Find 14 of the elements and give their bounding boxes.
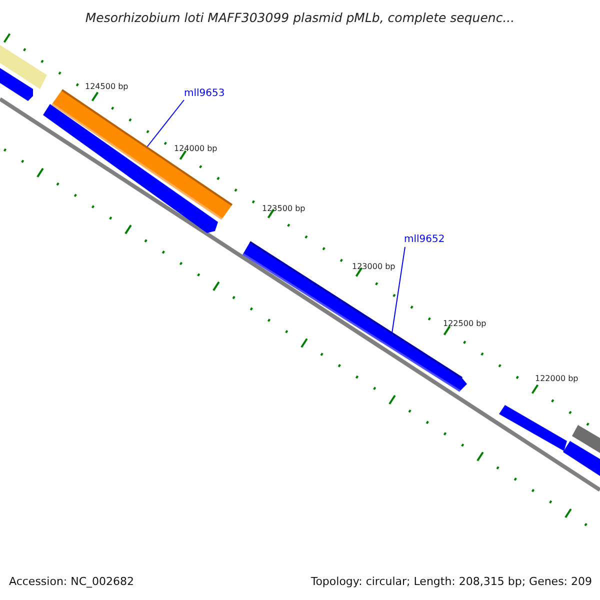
position-label: 122500 bp [443,319,486,329]
accession-label: Accession: NC_002682 [9,574,134,590]
gene-arrow [52,90,232,219]
leader-line [392,246,406,334]
gene-label: mll9653 [184,88,225,100]
leader-line [146,100,184,148]
position-label: 122000 bp [535,374,578,384]
position-label: 124000 bp [174,144,218,154]
position-label: 123000 bp [352,262,396,272]
genome-summary: Topology: circular; Length: 208,315 bp; Genes: 209 [310,574,592,590]
position-label: 123500 bp [262,204,306,214]
position-label: 124500 bp [85,82,128,92]
gene-label: mll9652 [404,234,445,246]
map-title: Mesorhizobium loti MAFF303099 plasmid pMLb, complete sequenc... [84,9,516,27]
